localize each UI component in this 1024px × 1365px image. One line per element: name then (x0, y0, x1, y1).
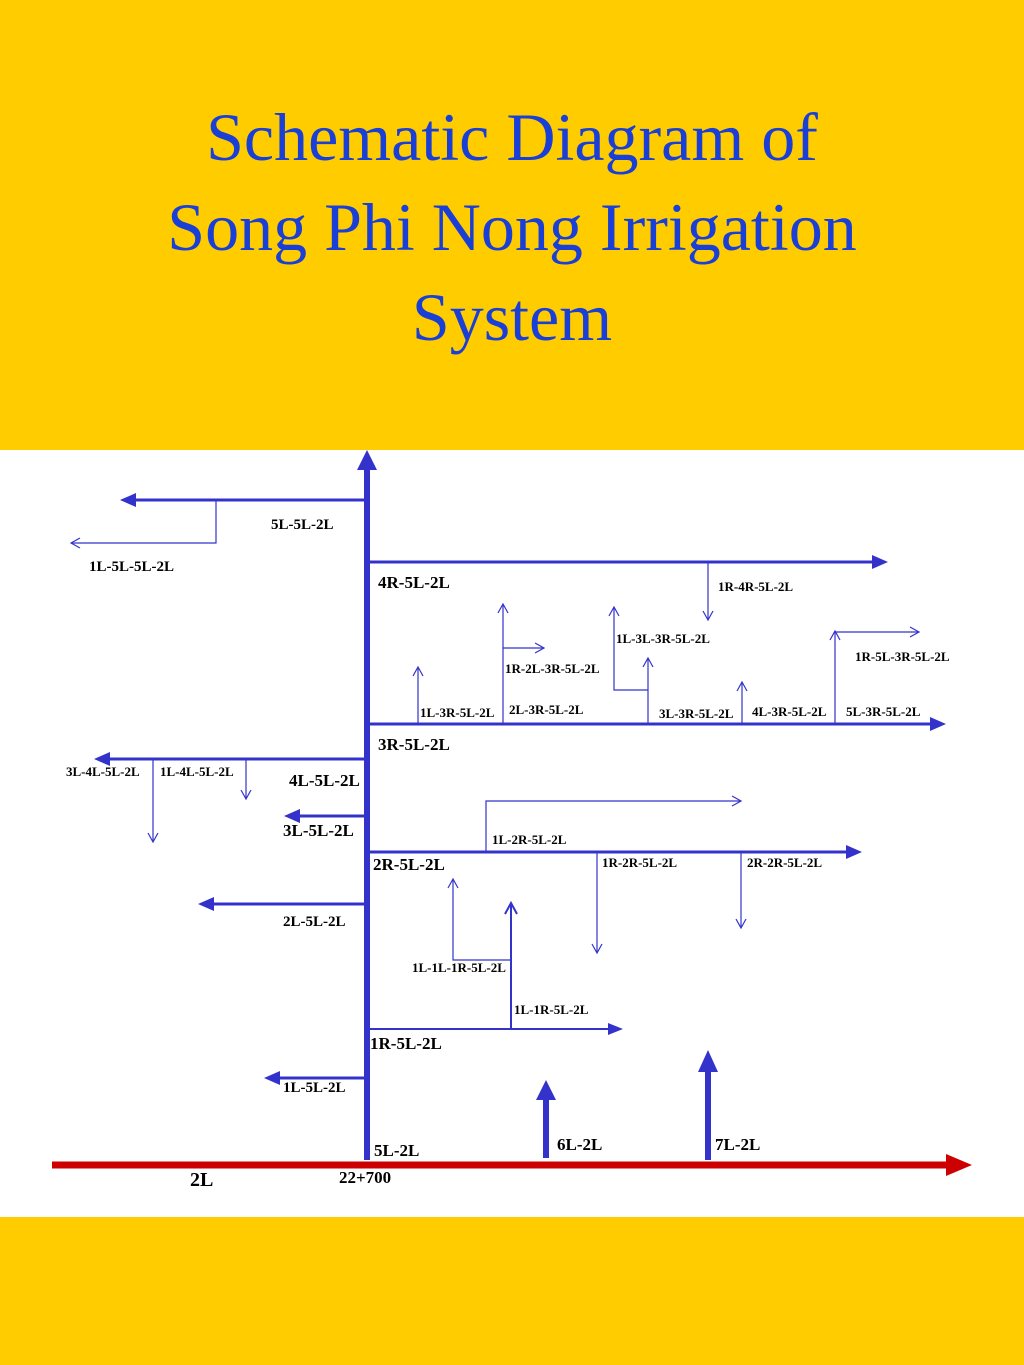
title-line-1: Schematic Diagram of (206, 99, 818, 175)
canal-1R-2L-3R-5L-2L (503, 642, 546, 654)
canal-1R-2R-5L-2L (591, 852, 603, 955)
canal-3L-4L-5L-2L (147, 759, 159, 844)
label-5L-2L: 5L-2L (374, 1141, 419, 1160)
canal-3L-5L-2L (284, 809, 364, 823)
canal-4L-3R-5L-2L (736, 680, 748, 724)
canal-1L-1R-5L-2L (504, 900, 518, 1029)
canal-6L-2L (536, 1080, 556, 1158)
canal-5L-5L-2L (120, 493, 364, 507)
label-1R-4R-5L-2L: 1R-4R-5L-2L (718, 579, 793, 594)
label-1L-3L-3R-5L-2L: 1L-3L-3R-5L-2L (616, 631, 710, 646)
canal-4L-5L-2L (94, 752, 364, 766)
canal-4R-5L-2L (370, 555, 888, 569)
label-2R-2R-5L-2L: 2R-2R-5L-2L (747, 855, 822, 870)
title-line-3: System (411, 279, 613, 355)
title-band: Schematic Diagram of Song Phi Nong Irrig… (0, 0, 1024, 450)
diagram-panel (0, 450, 1024, 1217)
canal-1L-5L-5L-2L (69, 500, 217, 549)
canal-3R-5L-2L (370, 717, 946, 731)
label-station: 22+700 (339, 1168, 391, 1187)
canal-1L-3L-3R-5L-2L (608, 605, 648, 691)
label-1L-5L-5L-2L: 1L-5L-5L-2L (89, 559, 174, 575)
canal-1R-5L-2L (370, 1023, 623, 1035)
label-5L-3R-5L-2L: 5L-3R-5L-2L (846, 704, 921, 719)
label-3L-4L-5L-2L: 3L-4L-5L-2L (66, 764, 140, 779)
label-1L-1R-5L-2L: 1L-1R-5L-2L (514, 1002, 589, 1017)
label-1L-1L-1R-5L-2L: 1L-1L-1R-5L-2L (412, 960, 506, 975)
canal-1L-2R-5L-2L (485, 795, 743, 852)
canal-2L-5L-2L (198, 897, 364, 911)
canal-1L-1L-1R-5L-2L (447, 877, 511, 961)
label-3L-5L-2L: 3L-5L-2L (283, 821, 354, 840)
label-7L-2L: 7L-2L (715, 1135, 760, 1154)
label-3R-5L-2L: 3R-5L-2L (378, 735, 450, 754)
label-4L-5L-2L: 4L-5L-2L (289, 771, 360, 790)
label-2L-5L-2L: 2L-5L-2L (283, 914, 346, 930)
label-6L-2L: 6L-2L (557, 1135, 602, 1154)
label-1L-4L-5L-2L: 1L-4L-5L-2L (160, 764, 234, 779)
canal-2L-3R-5L-2L (497, 602, 509, 724)
label-4R-5L-2L: 4R-5L-2L (378, 573, 450, 592)
label-4L-3R-5L-2L: 4L-3R-5L-2L (752, 704, 827, 719)
label-1R-5L-2L: 1R-5L-2L (370, 1034, 442, 1053)
label-1L-2R-5L-2L: 1L-2R-5L-2L (492, 832, 567, 847)
canal-2R-2R-5L-2L (735, 852, 747, 930)
canal-2L (52, 1154, 972, 1176)
label-2R-5L-2L: 2R-5L-2L (373, 855, 445, 874)
canal-1R-4R-5L-2L (702, 562, 714, 622)
canal-1L-3R-5L-2L (412, 665, 424, 724)
label-1L-3R-5L-2L: 1L-3R-5L-2L (420, 705, 495, 720)
label-1R-2R-5L-2L: 1R-2R-5L-2L (602, 855, 677, 870)
canal-5L-3R-5L-2L (829, 626, 921, 724)
label-1L-5L-2L: 1L-5L-2L (283, 1080, 346, 1096)
label-5L-5L-2L: 5L-5L-2L (271, 517, 334, 533)
canal-7L-2L (698, 1050, 718, 1160)
canal-3L-3R-5L-2L (642, 656, 654, 724)
title-line-2: Song Phi Nong Irrigation (167, 189, 857, 265)
label-2L-3R-5L-2L: 2L-3R-5L-2L (509, 702, 584, 717)
canal-1L-4L-5L-2L (240, 759, 252, 801)
label-1R-5L-3R-5L-2L: 1R-5L-3R-5L-2L (855, 649, 950, 664)
canal-1L-5L-2L (264, 1071, 364, 1085)
label-1R-2L-3R-5L-2L: 1R-2L-3R-5L-2L (505, 661, 600, 676)
label-2L: 2L (190, 1169, 213, 1191)
label-3L-3R-5L-2L: 3L-3R-5L-2L (659, 706, 734, 721)
bottom-band (0, 1217, 1024, 1365)
canal-5L-2L (357, 450, 377, 1160)
canal-2R-5L-2L (370, 845, 862, 859)
